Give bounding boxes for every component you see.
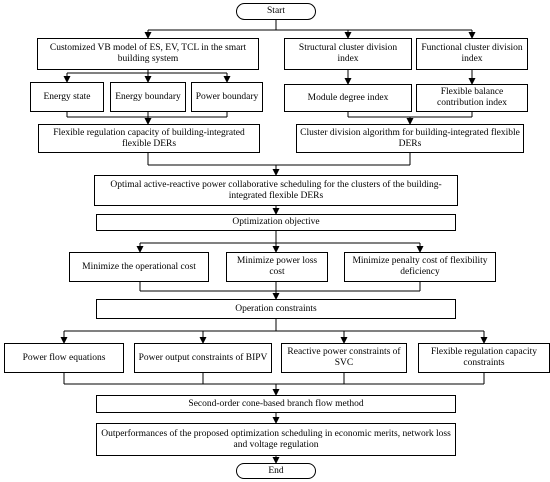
- vb-model-box: Customized VB model of ES, EV, TCL in th…: [37, 38, 259, 70]
- operation-constraints-box: Operation constraints: [96, 299, 456, 319]
- flexible-balance-box: Flexible balance contribution index: [416, 84, 528, 112]
- min-penalty-box: Minimize penalty cost of flexibility def…: [344, 252, 496, 282]
- flex-capacity-constraints-box: Flexible regulation capacity constraints: [418, 343, 550, 373]
- min-power-loss-box: Minimize power loss cost: [226, 252, 328, 282]
- power-boundary-box: Power boundary: [191, 82, 263, 112]
- flexible-capacity-box: Flexible regulation capacity of building…: [38, 124, 260, 153]
- optimization-objective-box: Optimization objective: [96, 214, 456, 231]
- power-flow-box: Power flow equations: [4, 343, 124, 373]
- energy-boundary-box: Energy boundary: [110, 82, 186, 112]
- svc-box: Reactive power constraints of SVC: [281, 343, 407, 373]
- cluster-algorithm-box: Cluster division algorithm for building-…: [296, 124, 524, 153]
- min-operational-cost-box: Minimize the operational cost: [69, 252, 209, 282]
- structural-index-box: Structural cluster division index: [284, 38, 412, 70]
- functional-index-box: Functional cluster division index: [416, 38, 528, 70]
- end-terminal: End: [236, 463, 316, 479]
- socp-box: Second-order cone-based branch flow meth…: [96, 395, 456, 413]
- start-terminal: Start: [236, 3, 316, 20]
- optimal-scheduling-box: Optimal active-reactive power collaborat…: [94, 175, 458, 206]
- module-degree-box: Module degree index: [284, 84, 412, 112]
- bipv-box: Power output constraints of BIPV: [134, 343, 272, 373]
- outperformances-box: Outperformances of the proposed optimiza…: [96, 423, 456, 456]
- energy-state-box: Energy state: [30, 82, 104, 112]
